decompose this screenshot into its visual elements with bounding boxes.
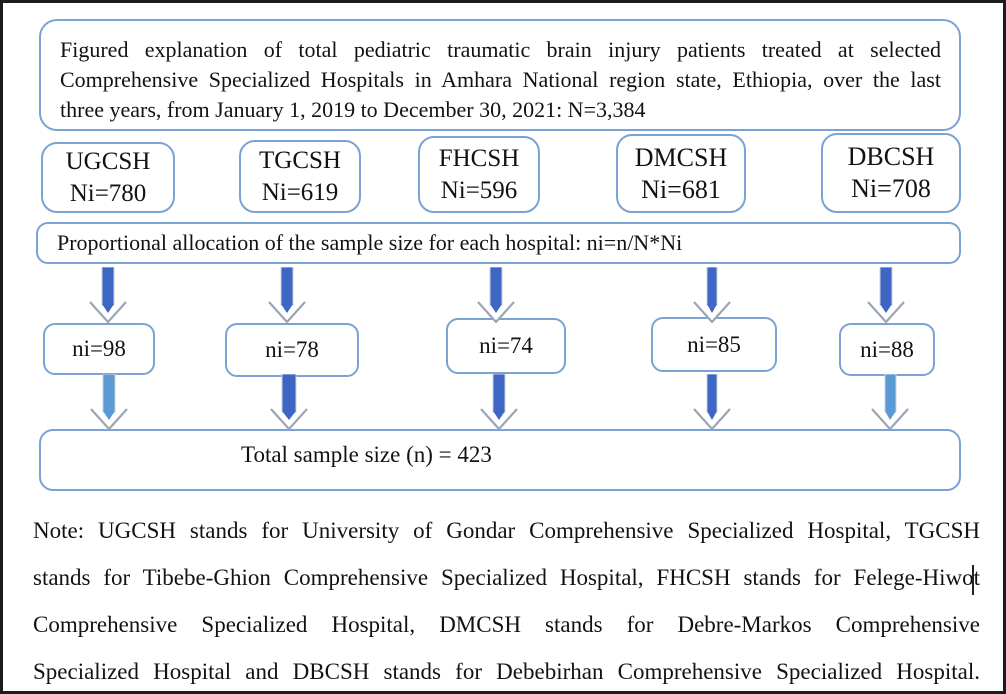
- hospital-box-ugcsh: UGCSH Ni=780: [41, 142, 175, 213]
- down-arrow-icon: [270, 374, 308, 431]
- note-line: stands for Tibebe-Ghion Comprehensive Sp…: [33, 565, 980, 590]
- sample-value: ni=78: [265, 337, 319, 362]
- total-box: Total sample size (n) = 423: [39, 429, 961, 491]
- down-arrow-icon: [693, 267, 731, 324]
- sample-value: ni=85: [687, 331, 741, 357]
- text-cursor: [972, 565, 974, 595]
- hospital-abbr: DBCSH: [847, 142, 935, 171]
- hospital-box-tgcsh: TGCSH Ni=619: [239, 140, 361, 213]
- hospital-total: Ni=596: [440, 176, 518, 204]
- header-line: Comprehensive Specialized Hospitals in A…: [60, 67, 941, 92]
- sample-value: ni=74: [479, 333, 533, 358]
- allocation-box: Proportional allocation of the sample si…: [36, 222, 961, 264]
- down-arrow-icon: [480, 374, 518, 431]
- hospital-box-dbcsh: DBCSH Ni=708: [821, 133, 961, 213]
- sample-box-ugcsh: ni=98: [43, 323, 155, 375]
- hospital-box-dmcsh: DMCSH Ni=681: [616, 134, 746, 213]
- hospital-abbr: UGCSH: [65, 147, 151, 175]
- note-line: Specialized Hospital and DBCSH stands fo…: [33, 659, 980, 684]
- sample-box-fhcsh: ni=74: [446, 318, 566, 374]
- down-arrow-icon: [268, 267, 306, 324]
- sample-box-dmcsh: ni=85: [651, 317, 777, 372]
- total-label: Total sample size (n) = 423: [241, 442, 492, 467]
- header-box: Figured explanation of total pediatric t…: [39, 19, 961, 131]
- note-line: Note: UGCSH stands for University of Gon…: [33, 518, 980, 543]
- hospital-abbr: FHCSH: [438, 144, 520, 172]
- hospital-abbr: DMCSH: [634, 142, 728, 172]
- down-arrow-icon: [871, 374, 909, 431]
- down-arrow-icon: [90, 374, 128, 431]
- down-arrow-icon: [867, 267, 905, 324]
- note-paragraph: Note: UGCSH stands for University of Gon…: [33, 507, 980, 691]
- allocation-label: Proportional allocation of the sample si…: [57, 230, 683, 255]
- sample-value: ni=88: [860, 336, 914, 362]
- header-line: Figured explanation of total pediatric t…: [60, 37, 941, 62]
- hospital-total: Ni=619: [261, 178, 339, 206]
- hospital-total: Ni=681: [641, 174, 721, 204]
- sample-box-tgcsh: ni=78: [225, 323, 359, 377]
- note-line: Comprehensive Specialized Hospital, DMCS…: [33, 612, 980, 637]
- sample-value: ni=98: [72, 336, 126, 361]
- sample-box-dbcsh: ni=88: [839, 323, 935, 376]
- down-arrow-icon: [693, 374, 731, 431]
- hospital-box-fhcsh: FHCSH Ni=596: [418, 136, 540, 213]
- header-line: three years, from January 1, 2019 to Dec…: [60, 97, 646, 122]
- down-arrow-icon: [477, 267, 515, 324]
- hospital-total: Ni=708: [851, 174, 931, 203]
- hospital-abbr: TGCSH: [259, 146, 341, 174]
- hospital-total: Ni=780: [69, 179, 147, 207]
- down-arrow-icon: [89, 267, 127, 324]
